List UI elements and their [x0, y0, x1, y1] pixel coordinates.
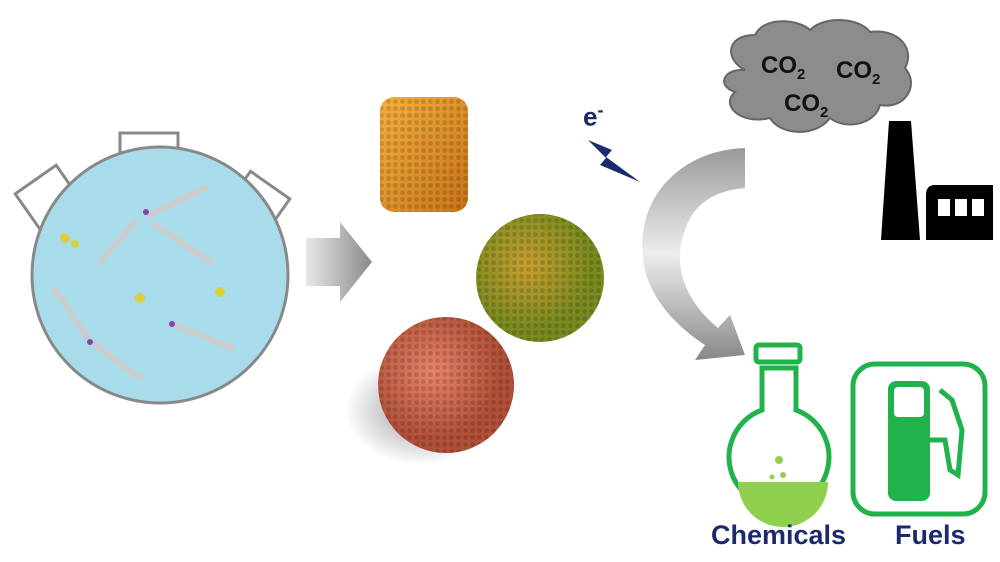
- reaction-flask: [13, 131, 292, 405]
- co2-base: CO: [836, 57, 872, 84]
- co2-sub: 2: [820, 103, 829, 121]
- co2-label: CO2: [784, 90, 828, 121]
- process-arrow-icon: [306, 222, 372, 302]
- copper-nanosphere-icon: [378, 317, 514, 453]
- co2-label: CO2: [761, 52, 805, 83]
- curved-arrow-icon: [642, 148, 745, 360]
- co2-base: CO: [761, 52, 797, 79]
- alloy-nanoparticle-icon: [476, 214, 604, 342]
- co2-sub: 2: [872, 70, 881, 88]
- co2-label: CO2: [836, 57, 880, 88]
- nanocube-icon: [380, 97, 468, 212]
- electron-symbol: e: [583, 101, 598, 132]
- co2-sub: 2: [797, 65, 806, 83]
- fuels-label: Fuels: [895, 520, 966, 550]
- surfactant-molecules-icon: [52, 185, 235, 381]
- lightning-bolt-icon: [588, 140, 640, 182]
- chemical-flask-icon: [726, 342, 832, 527]
- fuel-pump-icon: [850, 361, 988, 517]
- chemicals-label: Chemicals: [711, 520, 847, 550]
- co2-base: CO: [784, 90, 820, 117]
- electron-label: e-: [583, 100, 603, 133]
- factory-icon: [881, 121, 993, 240]
- co2-cloud-icon: [723, 19, 912, 133]
- electron-charge: -: [597, 100, 604, 120]
